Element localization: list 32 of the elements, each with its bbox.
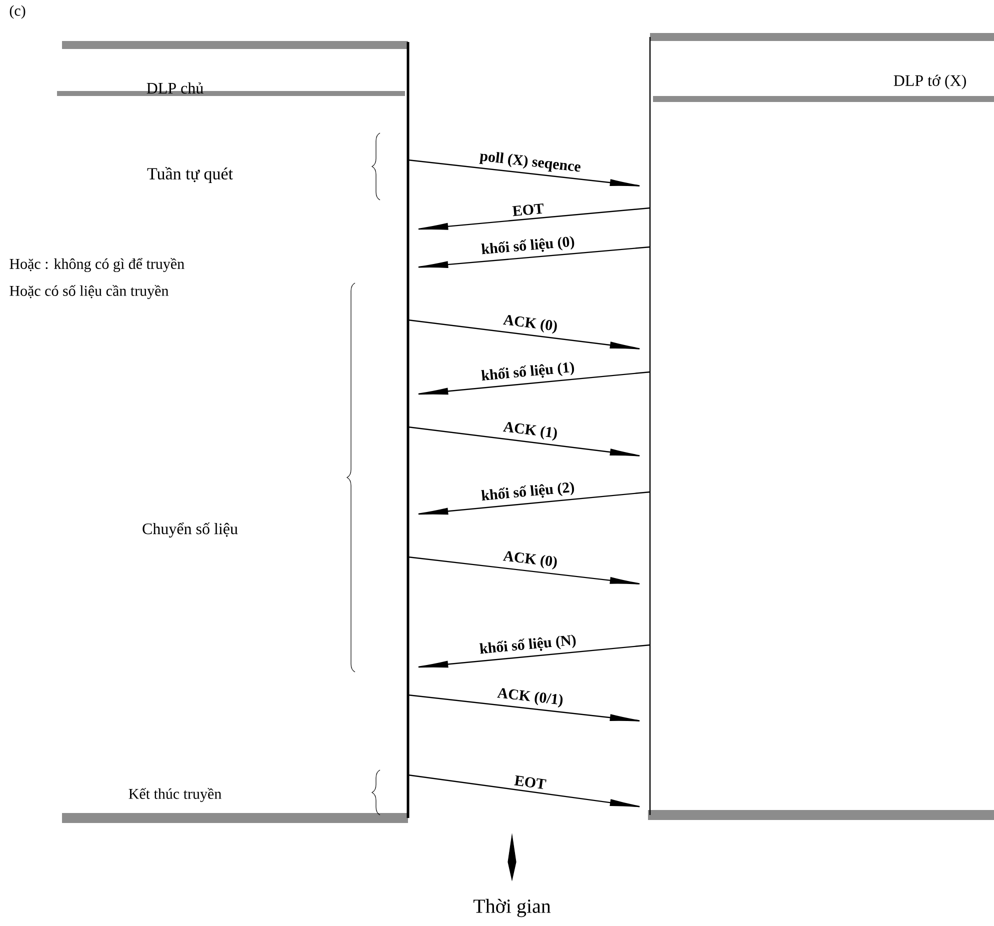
edge-label: EOT	[514, 775, 546, 790]
edge-label: ACK (1)	[502, 422, 557, 441]
node-label: DLP tớ (X)	[894, 74, 966, 90]
arrow	[408, 159, 640, 186]
text-label: Tuần tự quét	[147, 167, 233, 183]
arrow	[408, 774, 640, 808]
text-label: Thời gian	[473, 898, 551, 918]
arrow	[408, 556, 640, 584]
arrow	[408, 426, 640, 456]
text-label: Hoặc có số liệu cần truyền	[10, 284, 169, 300]
edge-label: EOT	[512, 204, 544, 216]
edge-label: khối số liệu (2)	[481, 482, 574, 501]
edge-label: khối số liệu (N)	[479, 634, 576, 654]
edge-label: ACK (0)	[502, 315, 557, 334]
text-label: Hoặc : không có gì để truyền	[10, 258, 184, 272]
arrow	[408, 319, 640, 350]
text-label: Chuyển số liệu	[142, 522, 238, 538]
arrow	[418, 644, 650, 668]
edge-label: poll (X) seqence	[479, 152, 580, 172]
arrow	[418, 207, 650, 230]
arrow	[408, 694, 640, 722]
arrow	[418, 491, 650, 515]
arrow	[418, 246, 650, 268]
arrow	[418, 371, 650, 395]
edge-label: khối số liệu (1)	[481, 362, 574, 381]
text-label: Kết thúc truyền	[128, 788, 222, 802]
edge-label: khối số liệu (0)	[481, 236, 574, 254]
text-label: (c)	[10, 5, 26, 19]
lifeline: DLP tớ (X)	[648, 33, 994, 820]
node-label: DLP chủ	[146, 82, 204, 94]
edge-label: ACK (0/1)	[497, 688, 563, 708]
edge-label: ACK (0)	[502, 551, 557, 570]
